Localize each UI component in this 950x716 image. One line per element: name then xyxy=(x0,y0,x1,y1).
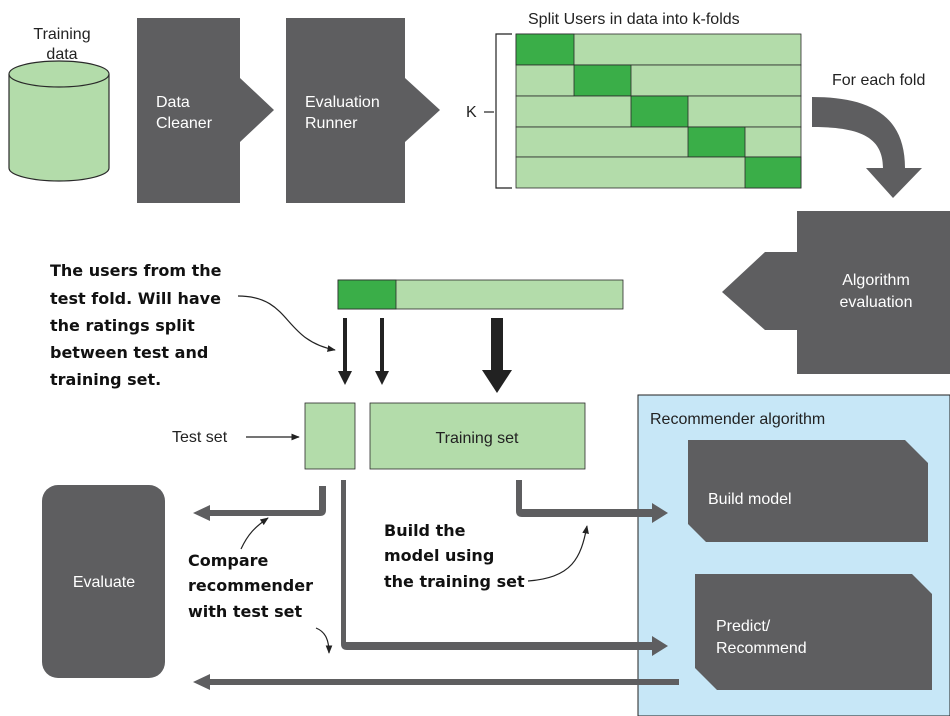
predict-recommend-block xyxy=(695,574,932,690)
kfold-title: Split Users in data into k-folds xyxy=(528,11,740,28)
svg-text:Compare: Compare xyxy=(188,551,269,570)
svg-text:model using: model using xyxy=(384,546,494,565)
test-fold-note: The users from the test fold. Will have … xyxy=(50,261,222,389)
build-model-label: Build model xyxy=(708,491,792,508)
evaluation-runner-label-2: Runner xyxy=(305,115,358,132)
recommender-title: Recommender algorithm xyxy=(650,411,825,428)
training-to-build-arrow xyxy=(516,480,668,523)
svg-text:test fold. Will have: test fold. Will have xyxy=(50,289,221,308)
k-bracket xyxy=(495,33,512,189)
algorithm-evaluation-block xyxy=(722,211,950,374)
build-note-pointer xyxy=(527,525,589,582)
for-each-fold-label: For each fold xyxy=(832,72,925,89)
data-cleaner-label: Data xyxy=(156,94,190,111)
build-model-block xyxy=(688,440,928,542)
training-set-label: Training set xyxy=(436,430,520,447)
algorithm-evaluation-label: Algorithm xyxy=(842,272,910,289)
training-data-label-2: data xyxy=(46,46,77,63)
split-arrows xyxy=(338,318,512,393)
predict-label: Predict/ xyxy=(716,618,771,635)
svg-text:the ratings split: the ratings split xyxy=(50,316,195,335)
svg-text:recommender: recommender xyxy=(188,576,313,595)
evaluate-block xyxy=(42,485,165,678)
svg-text:between test and: between test and xyxy=(50,343,208,362)
training-to-predict-arrow xyxy=(341,480,668,656)
kfold-grid xyxy=(515,33,802,189)
training-data-cylinder xyxy=(8,60,110,182)
svg-text:with test set: with test set xyxy=(188,602,302,621)
data-cleaner-label-2: Cleaner xyxy=(156,115,213,132)
recommend-label: Recommend xyxy=(716,640,807,657)
data-cleaner-block xyxy=(137,18,274,203)
evaluation-runner-label: Evaluation xyxy=(305,94,380,111)
training-data-label: Training xyxy=(33,26,90,43)
evaluation-runner-block xyxy=(286,18,440,203)
training-set-box xyxy=(369,402,586,470)
algorithm-evaluation-label-2: evaluation xyxy=(840,294,913,311)
svg-text:training set.: training set. xyxy=(50,370,161,389)
test-to-evaluate-arrow xyxy=(193,486,326,521)
svg-text:The users from the: The users from the xyxy=(50,261,222,280)
svg-text:Build the: Build the xyxy=(384,521,466,540)
test-fold-note-pointer xyxy=(237,295,336,352)
svg-text:the training set: the training set xyxy=(384,572,525,591)
compare-note: Compare recommender with test set xyxy=(188,551,313,621)
compare-note-pointer-2 xyxy=(315,627,333,654)
test-set-box xyxy=(304,402,356,470)
test-set-label: Test set xyxy=(172,429,228,446)
compare-note-pointer xyxy=(240,517,269,550)
k-label: K xyxy=(466,104,477,121)
build-note: Build the model using the training set xyxy=(384,521,525,591)
evaluate-label: Evaluate xyxy=(73,574,135,591)
predict-to-evaluate-arrow xyxy=(193,674,679,690)
test-fold-bar-test xyxy=(337,279,397,310)
curved-arrow xyxy=(812,97,922,198)
